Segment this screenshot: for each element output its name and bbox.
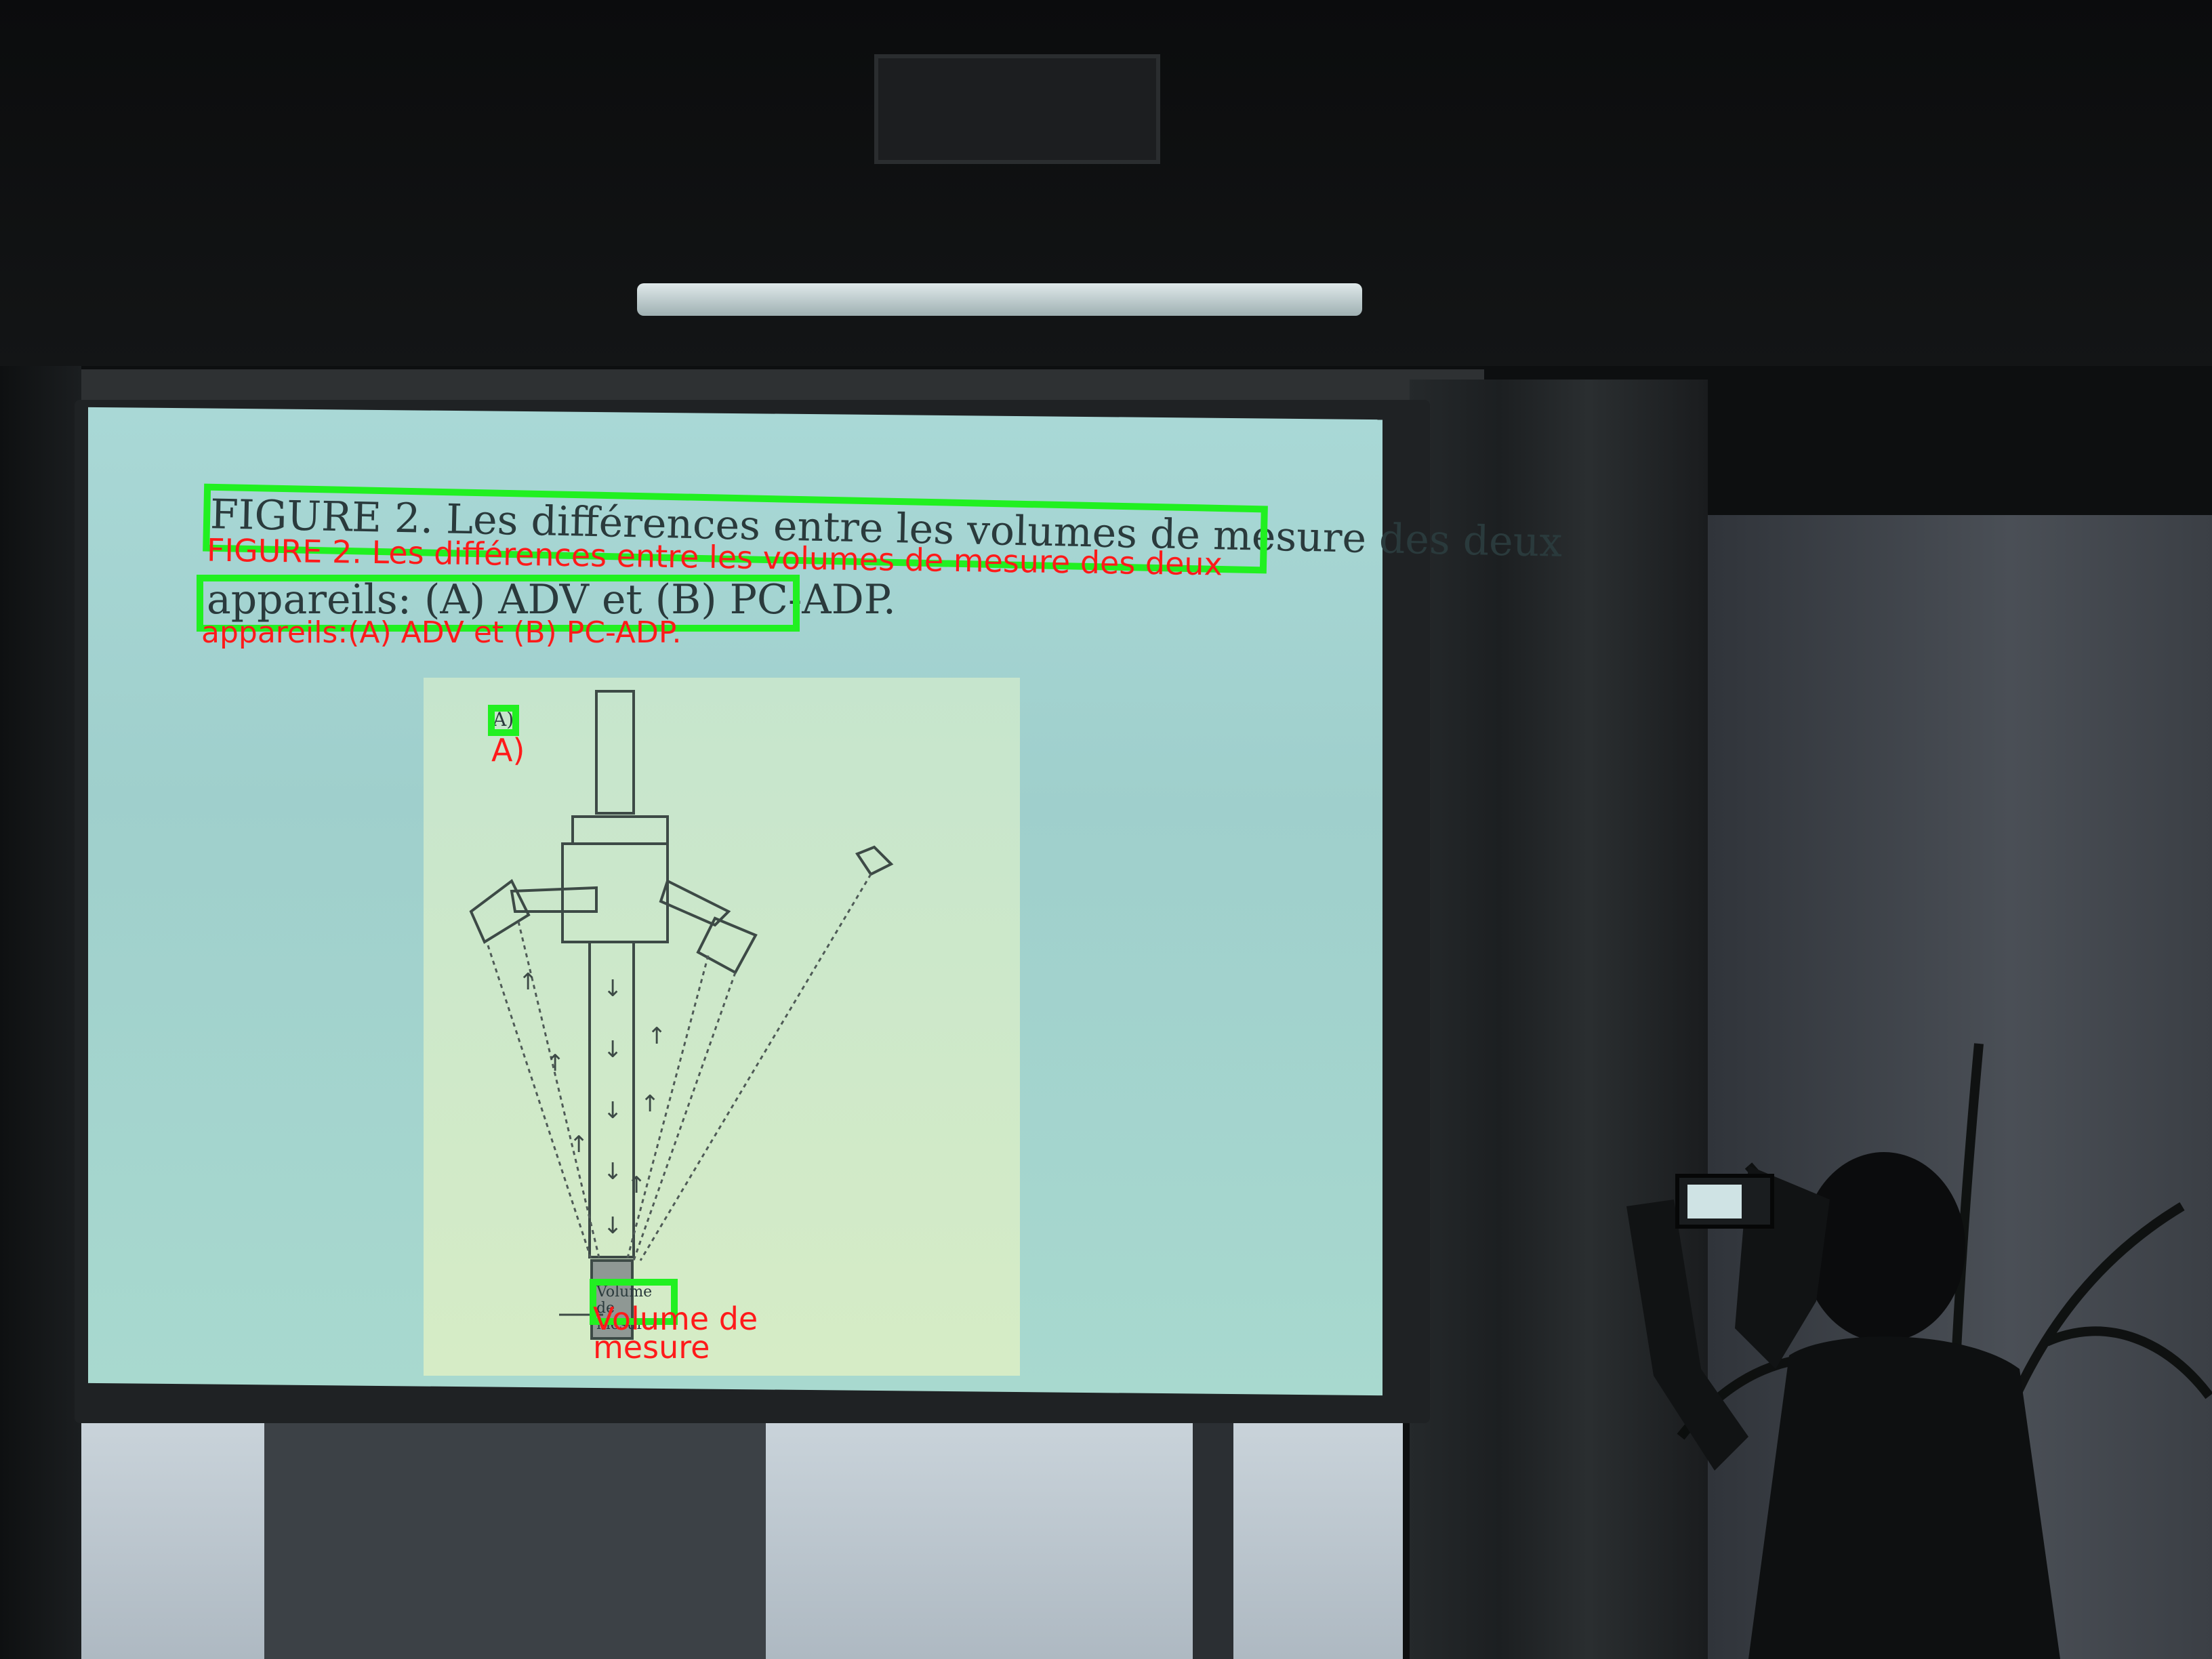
svg-text:↑: ↑	[518, 968, 538, 996]
svg-text:↑: ↑	[546, 1050, 565, 1077]
ocr-text-volume-line2: mesure	[593, 1329, 710, 1366]
instrument-diagram: ↓ ↓ ↓ ↓ ↓ ↑ ↑ ↑ ↑ ↑ ↑	[469, 690, 894, 1340]
vertical-stem	[595, 690, 635, 815]
svg-text:↓: ↓	[603, 1158, 623, 1185]
ocr-text-line2: appareils:(A) ADV et (B) PC-ADP.	[201, 615, 682, 650]
probe-arm-right	[659, 879, 731, 927]
left-curtain	[0, 366, 81, 1659]
svg-text:↑: ↑	[647, 1023, 667, 1050]
measurement-volume	[590, 1259, 634, 1340]
transducer-top	[855, 845, 894, 876]
window-pillar	[264, 1423, 766, 1659]
svg-text:↑: ↑	[627, 1172, 647, 1199]
stem-collar	[571, 815, 669, 845]
projector-screen-rail	[54, 369, 1484, 403]
phone-screen	[1687, 1185, 1742, 1218]
window-frame	[1193, 1423, 1233, 1659]
ceiling-light	[637, 283, 1362, 316]
svg-text:↓: ↓	[603, 1212, 623, 1240]
ocr-text-volume: Volume de mesure	[593, 1300, 758, 1366]
svg-text:↑: ↑	[640, 1090, 660, 1118]
svg-text:↓: ↓	[603, 975, 623, 1002]
svg-text:↑: ↑	[569, 1131, 589, 1158]
slide-panel-label: A)	[493, 708, 514, 731]
probe-arm-left	[510, 886, 598, 913]
ocr-text-panel: A)	[491, 732, 525, 769]
detection-box-caption-line2	[197, 575, 800, 632]
detection-box-volume-label	[590, 1279, 678, 1325]
person-taking-photo	[1626, 1152, 2060, 1659]
figure-panel	[424, 678, 1020, 1376]
slide-caption-line2: appareils: (A) ADV et (B) PC-ADP.	[207, 576, 896, 623]
svg-text:↓: ↓	[603, 1036, 623, 1063]
detection-box-panel-label	[488, 705, 519, 736]
probe-body	[561, 842, 669, 943]
ocr-text-volume-line1: Volume de	[593, 1300, 758, 1337]
svg-text:↓: ↓	[603, 1097, 623, 1124]
transducer-left	[469, 878, 531, 944]
probe-column	[588, 941, 635, 1258]
ceiling-vent	[874, 54, 1160, 164]
right-curtain	[1410, 380, 1708, 1659]
